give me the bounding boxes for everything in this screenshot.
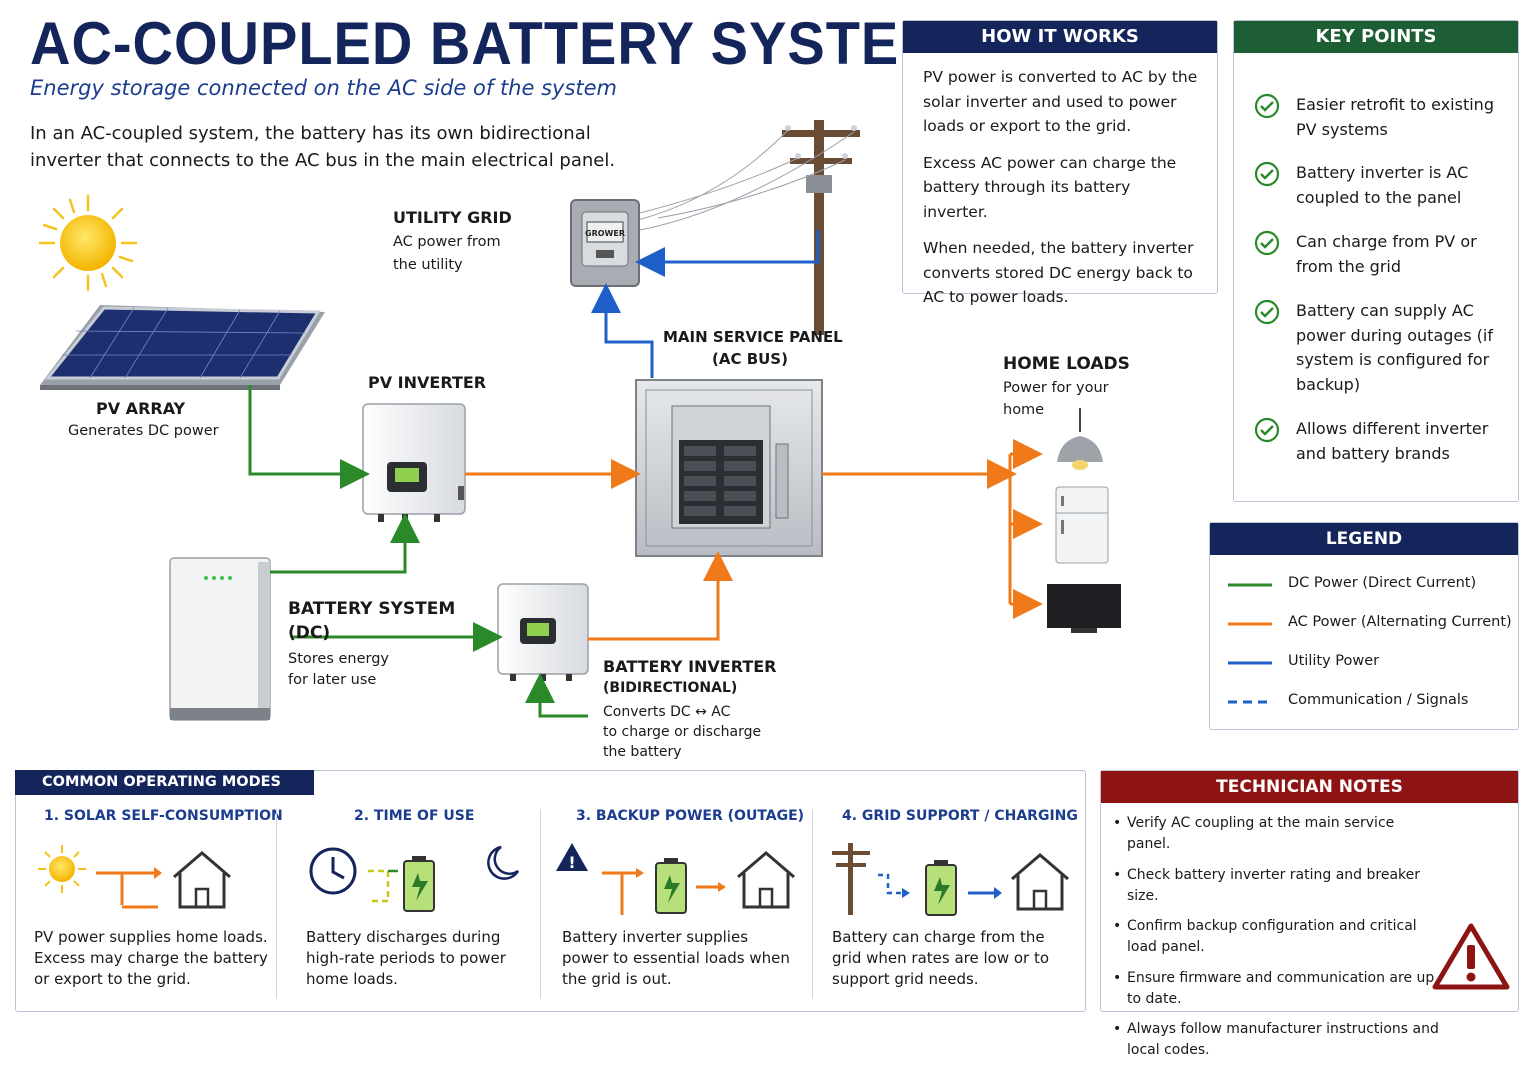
battery-system-desc-1: Stores energy — [288, 651, 390, 667]
how-it-works-panel: HOW IT WORKS PV power is converted to AC… — [902, 20, 1218, 306]
dc-line-swatch — [1228, 583, 1272, 587]
battery-system-label: BATTERY SYSTEM — [288, 599, 456, 619]
refrigerator-icon — [1055, 486, 1109, 564]
main-panel-sublabel: (AC BUS) — [712, 350, 788, 368]
check-circle-icon — [1254, 161, 1280, 187]
battery-system-image — [169, 557, 271, 721]
home-loads-desc-2: home — [1003, 402, 1045, 418]
power-flow-lines — [248, 230, 1043, 718]
page-subtitle: Energy storage connected on the AC side … — [30, 76, 618, 100]
how-it-works-paragraph: When needed, the battery inverter conver… — [923, 239, 1194, 306]
home-loads-label: HOME LOADS — [1003, 354, 1130, 374]
sun-icon — [38, 194, 138, 292]
how-it-works-paragraph: PV power is converted to AC by the solar… — [923, 68, 1198, 135]
pv-array-label: PV ARRAY — [96, 399, 186, 418]
utility-grid-label: UTILITY GRID — [393, 208, 512, 227]
battery-inverter-image — [497, 583, 589, 681]
key-points-panel: KEY POINTS Easier retrofit to existing P… — [1233, 20, 1519, 502]
pv-inverter-label: PV INVERTER — [368, 373, 487, 392]
legend-title: LEGEND — [1210, 523, 1518, 555]
mode-text: Battery inverter supplies power to essen… — [562, 928, 790, 988]
mode-text: PV power supplies home loads. Excess may… — [34, 928, 268, 988]
mode-title: 3. BACKUP POWER (OUTAGE) — [576, 808, 805, 824]
mode-solar-self-consumption: 1. SOLAR SELF-CONSUMPTION PV power suppl… — [34, 771, 283, 1001]
utility-grid-desc-2: the utility — [393, 257, 463, 273]
legend-label: Communication / Signals — [1288, 692, 1469, 708]
check-circle-icon — [1254, 299, 1280, 325]
mode-time-of-use: 2. TIME OF USE Battery discharges during… — [306, 771, 536, 1001]
battery-system-sublabel: (DC) — [288, 623, 331, 643]
home-loads-desc-1: Power for your — [1003, 380, 1109, 396]
mode-grid-support: 4. GRID SUPPORT / CHARGING Battery can c… — [826, 771, 1078, 1001]
key-point-text: Battery can supply AC power during outag… — [1296, 301, 1493, 394]
legend-label: AC Power (Alternating Current) — [1288, 614, 1512, 630]
legend-label: Utility Power — [1288, 653, 1380, 669]
mode-title: 1. SOLAR SELF-CONSUMPTION — [44, 808, 283, 824]
system-diagram: GROWER — [38, 120, 1121, 721]
battery-inverter-desc-2: to charge or discharge — [603, 724, 762, 740]
television-icon — [1047, 584, 1121, 633]
key-point-text: Can charge from PV or from the grid — [1296, 232, 1477, 276]
mode-text: Battery discharges during high-rate peri… — [306, 928, 506, 988]
mode-divider — [812, 809, 813, 999]
mode-divider — [540, 809, 541, 999]
ac-line-swatch — [1228, 622, 1272, 626]
mode-title: 2. TIME OF USE — [354, 808, 475, 824]
grid-to-battery-icon — [832, 843, 1069, 916]
technician-note: Always follow manufacturer instructions … — [1111, 1019, 1441, 1061]
how-it-works-paragraph: Excess AC power can charge the battery t… — [923, 153, 1177, 221]
battery-inverter-sublabel: (BIDIRECTIONAL) — [603, 680, 738, 696]
check-circle-icon — [1254, 93, 1280, 119]
main-panel-label: MAIN SERVICE PANEL — [663, 328, 843, 346]
how-it-works-title: HOW IT WORKS — [903, 21, 1217, 53]
technician-notes-panel: TECHNICIAN NOTES Verify AC coupling at t… — [1100, 770, 1519, 1058]
battery-backup-icon: ! — [556, 843, 795, 915]
pv-array-image — [40, 305, 325, 390]
solar-to-house-icon — [38, 845, 231, 909]
mode-title: 4. GRID SUPPORT / CHARGING — [842, 808, 1078, 824]
technician-note: Check battery inverter rating and breake… — [1111, 865, 1441, 907]
legend-panel: LEGEND DC Power (Direct Current) AC Powe… — [1209, 522, 1519, 730]
legend-label: DC Power (Direct Current) — [1288, 575, 1477, 591]
battery-inverter-desc-1: Converts DC ↔ AC — [603, 704, 731, 720]
battery-inverter-desc-3: the battery — [603, 744, 682, 760]
battery-system-desc-2: for later use — [288, 672, 377, 688]
key-point-text: Easier retrofit to existing PV systems — [1296, 95, 1494, 139]
intro-text: In an AC-coupled system, the battery has… — [30, 123, 616, 171]
page-title: AC-COUPLED BATTERY SYSTEM — [30, 9, 947, 78]
pv-inverter-image — [362, 403, 466, 522]
meter-display-text: GROWER — [585, 229, 625, 238]
clock-battery-moon-icon — [309, 845, 520, 912]
utility-grid-desc-1: AC power from — [393, 234, 501, 250]
check-circle-icon — [1254, 230, 1280, 256]
main-service-panel-image — [635, 379, 823, 557]
operating-modes-title: COMMON OPERATING MODES — [15, 770, 314, 795]
utility-line-swatch — [1228, 661, 1272, 665]
key-points-title: KEY POINTS — [1234, 21, 1518, 53]
lamp-icon — [1057, 408, 1103, 470]
warning-triangle-icon — [1432, 923, 1510, 990]
mode-backup-power: 3. BACKUP POWER (OUTAGE) ! Battery inver… — [556, 771, 804, 1001]
mode-text: Battery can charge from the grid when ra… — [832, 928, 1050, 988]
svg-text:!: ! — [568, 853, 575, 872]
utility-meter-image: GROWER — [570, 199, 640, 287]
technician-notes-title: TECHNICIAN NOTES — [1101, 771, 1518, 803]
utility-pole-image — [629, 120, 860, 335]
pv-array-desc: Generates DC power — [68, 423, 219, 439]
operating-modes-panel: COMMON OPERATING MODES 1. SOLAR SELF-CON… — [15, 770, 1086, 1012]
technician-note: Confirm backup configuration and critica… — [1111, 916, 1441, 958]
signal-line-swatch — [1228, 700, 1272, 704]
mode-divider — [276, 809, 277, 999]
key-point-text: Battery inverter is AC coupled to the pa… — [1296, 163, 1469, 207]
technician-note: Verify AC coupling at the main service p… — [1111, 813, 1441, 855]
battery-inverter-label: BATTERY INVERTER — [603, 657, 777, 676]
key-point-text: Allows different inverter and battery br… — [1296, 419, 1489, 463]
check-circle-icon — [1254, 417, 1280, 443]
technician-note: Ensure firmware and communication are up… — [1111, 968, 1441, 1010]
